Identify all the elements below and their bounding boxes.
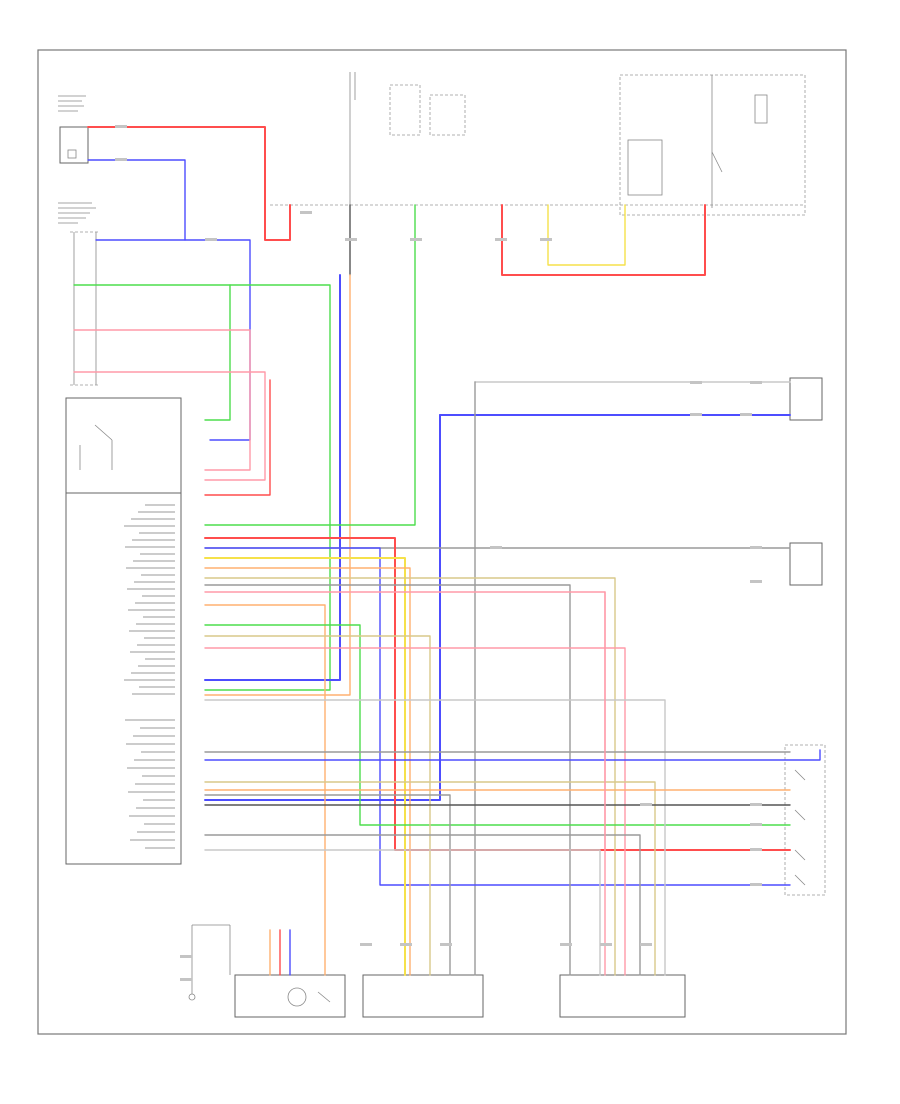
right-actuator-switches: [794, 769, 806, 886]
wire-label-mark: [740, 413, 752, 416]
wire-label-mark: [750, 823, 762, 826]
wire-label-mark: [750, 803, 762, 806]
wire-orange-22: [204, 567, 411, 976]
bottom-switch-assembly: [234, 974, 346, 1018]
wire-pink-5: [73, 329, 251, 471]
wire-label-mark: [360, 943, 372, 946]
bottom-actuator-left: [362, 974, 484, 1018]
wire-light_gray-39: [204, 849, 601, 976]
wire-tan-23: [204, 577, 616, 976]
wire-blue-9: [204, 274, 341, 681]
wires: [73, 126, 821, 976]
wire-green-3: [73, 284, 331, 691]
wire-red-0: [87, 126, 291, 241]
wire-label-mark: [345, 238, 357, 241]
wire-orange-26: [204, 604, 326, 976]
relay-coil: [627, 139, 663, 196]
wire-yellow-21: [204, 557, 406, 976]
fuse-box-b: [429, 94, 466, 136]
wire-labels: [115, 125, 762, 981]
wire-label-mark: [600, 943, 612, 946]
right-sensor-top: [789, 377, 823, 421]
wire-tan-28: [204, 635, 431, 976]
wire-tan-33: [204, 781, 656, 976]
wire-label-mark: [750, 546, 762, 549]
wire-label-mark: [440, 943, 452, 946]
bottom-switch-lamp: [287, 987, 307, 1007]
wire-label-mark: [540, 238, 552, 241]
wire-gray-37: [204, 834, 641, 976]
relay-switch-contact: [711, 151, 723, 173]
wire-green-4: [204, 284, 231, 421]
wire-label-mark: [205, 238, 217, 241]
top-left-component-symbol: [67, 149, 77, 159]
relay-fuse: [754, 94, 768, 124]
wire-blue-20: [204, 547, 791, 886]
wire-label-mark: [690, 381, 702, 384]
diagram-frame: [37, 49, 847, 1035]
wire-label-mark: [750, 580, 762, 583]
wire-orange-10: [204, 274, 351, 696]
wire-blue-1: [87, 159, 251, 441]
fuse-box-a: [389, 84, 421, 136]
wire-label-mark: [115, 125, 127, 128]
wire-label-mark: [750, 848, 762, 851]
wire-blue-31: [204, 749, 821, 761]
bottom-actuator-right: [559, 974, 686, 1018]
module-pin-labels: [124, 504, 175, 849]
wire-green-11: [204, 204, 416, 526]
wire-light_gray-30: [204, 699, 666, 976]
switch-section-box: [65, 397, 182, 494]
wire-label-mark: [180, 978, 192, 981]
wire-label-mark: [560, 943, 572, 946]
top-left-component: [59, 126, 89, 164]
right-sensor-middle: [789, 542, 823, 586]
wire-blue-16: [204, 414, 441, 801]
wire-label-mark: [490, 546, 502, 549]
wire-red-7: [204, 379, 271, 496]
wire-pink-6: [73, 371, 266, 481]
wire-gray-35: [204, 794, 451, 976]
wire-label-mark: [690, 413, 702, 416]
top-left-label-block: [58, 95, 96, 224]
left-connector-column: [70, 231, 100, 386]
wire-label-mark: [115, 158, 127, 161]
wire-label-mark: [495, 238, 507, 241]
wire-label-mark: [750, 381, 762, 384]
right-actuator-box: [784, 744, 826, 896]
wire-label-mark: [640, 803, 652, 806]
wire-label-mark: [300, 211, 312, 214]
wire-yellow-13: [547, 204, 626, 266]
relay-box: [619, 74, 806, 216]
wire-label-mark: [180, 955, 192, 958]
wire-label-mark: [410, 238, 422, 241]
wire-label-mark: [400, 943, 412, 946]
bottom-switch-contact: [317, 991, 331, 1003]
switch-contact: [94, 424, 113, 441]
wire-green-27: [204, 624, 791, 826]
wire-label-mark: [640, 943, 652, 946]
wire-label-mark: [750, 883, 762, 886]
ground-point: [188, 993, 196, 1001]
wire-gray-24: [204, 584, 571, 976]
wire-pink-29: [204, 647, 626, 976]
